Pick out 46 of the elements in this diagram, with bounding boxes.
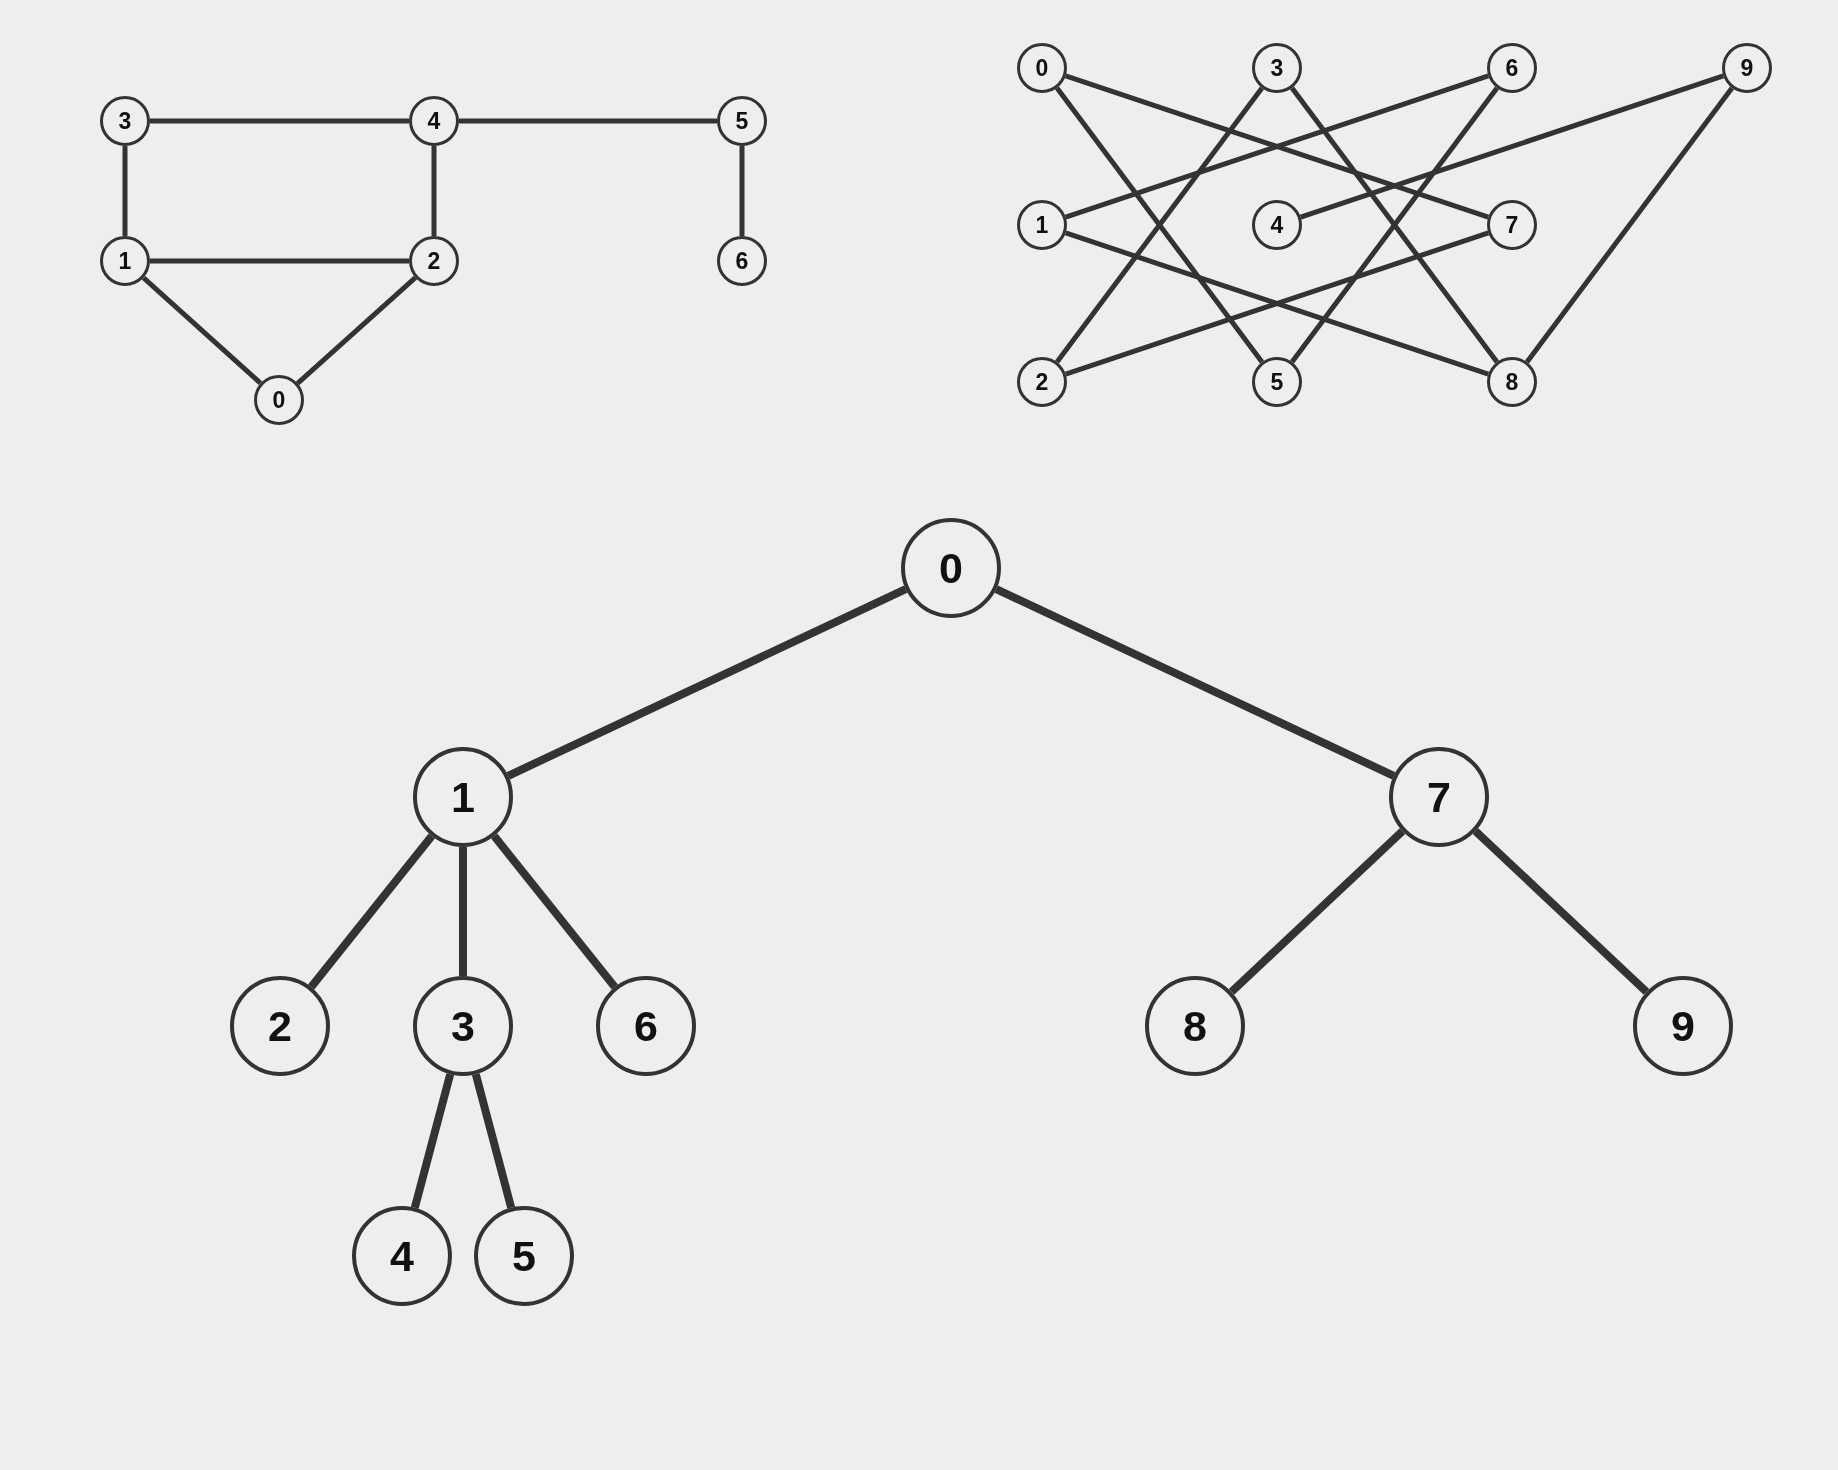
graph-node: 3 xyxy=(413,976,513,1076)
edge-line xyxy=(122,146,128,236)
ascending-edge-line xyxy=(1299,73,1725,220)
graph-node: 5 xyxy=(1252,357,1302,407)
graph-node: 1 xyxy=(100,236,150,286)
ascending-edge-line xyxy=(410,1073,455,1209)
graph-node: 5 xyxy=(474,1206,574,1306)
graph-node: 1 xyxy=(1017,200,1067,250)
graph-node: 8 xyxy=(1487,357,1537,407)
edge-line xyxy=(459,847,467,976)
graph-node: 5 xyxy=(717,96,767,146)
edge-line xyxy=(150,258,409,264)
graph-node: 9 xyxy=(1722,43,1772,93)
graph-node: 7 xyxy=(1389,747,1489,847)
ascending-edge-line xyxy=(506,585,908,780)
edge-line xyxy=(150,118,409,124)
ascending-edge-line xyxy=(295,275,418,386)
graph-node: 2 xyxy=(409,236,459,286)
graph-node: 1 xyxy=(413,747,513,847)
descending-edge-line xyxy=(491,833,618,990)
graph-node: 3 xyxy=(100,96,150,146)
descending-edge-line xyxy=(141,275,263,386)
descending-edge-line xyxy=(994,585,1396,780)
edge-line xyxy=(739,146,745,236)
graph-node: 4 xyxy=(1252,200,1302,250)
graph-node: 2 xyxy=(1017,357,1067,407)
graph-node: 8 xyxy=(1145,976,1245,1076)
graph-node: 0 xyxy=(1017,43,1067,93)
graph-node: 2 xyxy=(230,976,330,1076)
graph-node: 3 xyxy=(1252,43,1302,93)
ascending-edge-line xyxy=(1228,828,1406,995)
descending-edge-line xyxy=(471,1073,516,1209)
edge-line xyxy=(459,118,717,124)
graph-node: 6 xyxy=(1487,43,1537,93)
graph-node: 4 xyxy=(352,1206,452,1306)
graph-node: 4 xyxy=(409,96,459,146)
graph-node: 0 xyxy=(901,518,1001,618)
edge-line xyxy=(431,146,437,236)
graph-node: 6 xyxy=(596,976,696,1076)
graph-node: 0 xyxy=(254,375,304,425)
graph-node: 6 xyxy=(717,236,767,286)
graph-node: 7 xyxy=(1487,200,1537,250)
graph-node: 9 xyxy=(1633,976,1733,1076)
ascending-edge-line xyxy=(1525,86,1734,364)
descending-edge-line xyxy=(1472,828,1650,995)
ascending-edge-line xyxy=(308,833,435,990)
